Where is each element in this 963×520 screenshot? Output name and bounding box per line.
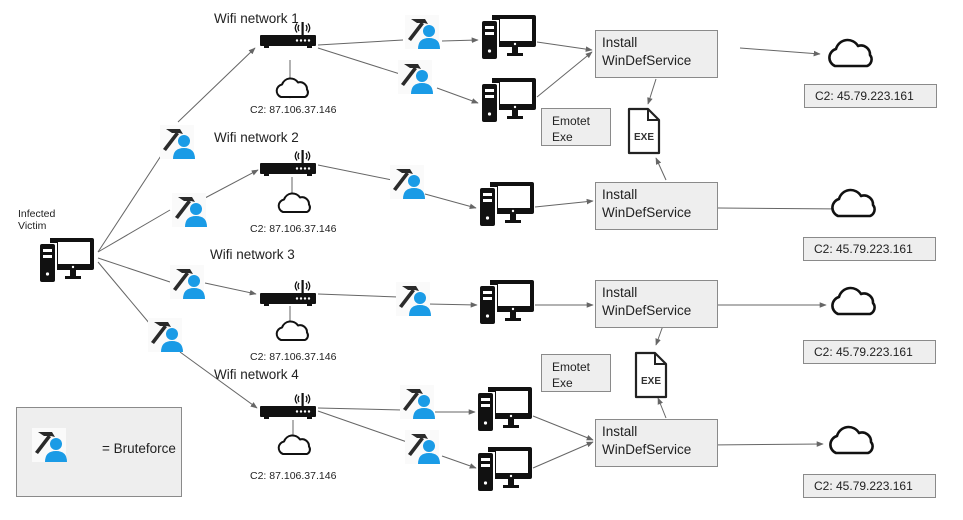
edge-b4b-pc4b: [441, 455, 477, 469]
bruteforce-icon: [405, 430, 440, 464]
edge-brute2-router2: [204, 169, 259, 199]
emotet-line2: Exe: [552, 129, 573, 144]
edge-b1b-pc1b: [436, 87, 479, 104]
edge-pc4a-install4: [532, 415, 594, 441]
edge-pc2-install2: [534, 198, 594, 208]
legend-bruteforce-icon: [32, 428, 67, 462]
victim-label-line2: Victim: [18, 220, 47, 233]
exe-file-icon: EXE: [634, 351, 668, 399]
cloud-icon-r4: [277, 434, 311, 455]
svg-text:EXE: EXE: [634, 132, 654, 143]
edge-pc4b-install4: [532, 441, 594, 469]
edge-b1a-pc1a: [441, 37, 479, 43]
edge-brute4-router4: [179, 351, 258, 409]
install-windefservice-box-1: Install WinDefService: [595, 30, 718, 78]
router-c2-label-3: C2: 87.106.37.146: [250, 351, 337, 363]
router-icon-2: [259, 149, 317, 177]
c2-server-box-2: C2: 45.79.223.161: [803, 237, 936, 261]
c2-server-box-4: C2: 45.79.223.161: [803, 474, 936, 498]
c2-server-box-1: C2: 45.79.223.161: [804, 84, 937, 108]
install-windefservice-box-3: Install WinDefService: [595, 280, 718, 328]
router-c2-label-2: C2: 87.106.37.146: [250, 223, 337, 235]
bruteforce-icon: [170, 265, 205, 299]
emotet-line2: Exe: [552, 375, 573, 390]
install-line1: Install: [602, 424, 638, 439]
bruteforce-icon: [160, 125, 195, 159]
install-line2: WinDefService: [602, 441, 692, 457]
victim-label-line1: Infected: [18, 208, 56, 220]
install-line2: WinDefService: [602, 204, 692, 220]
network-label-1: Wifi network 1: [214, 11, 299, 26]
edge-r2-b2: [317, 164, 393, 181]
network-label-3: Wifi network 3: [210, 247, 295, 262]
emotet-line1: Emotet: [552, 114, 591, 128]
network-label-2: Wifi network 2: [214, 130, 299, 145]
install-line1: Install: [602, 285, 638, 300]
edge-victim-brute3: [97, 257, 171, 283]
edge-victim-brute1: [97, 141, 171, 253]
exe-file-icon: EXE: [627, 107, 661, 155]
victim-label: Infected Victim: [18, 208, 55, 232]
edge-install4-exe2: [657, 397, 667, 419]
router-c2-label-4: C2: 87.106.37.146: [250, 470, 337, 482]
edge-r1-b1b: [317, 47, 401, 75]
bruteforce-icon: [148, 318, 183, 352]
edge-r1-b1a: [317, 39, 404, 46]
install-line2: WinDefService: [602, 52, 692, 68]
edge-install4-c2: [707, 441, 824, 447]
bruteforce-icon: [396, 282, 431, 316]
cloud-icon-r1: [275, 77, 309, 98]
target-computer-icon: [482, 78, 536, 122]
install-windefservice-box-2: Install WinDefService: [595, 182, 718, 230]
edge-r4-b4a: [317, 407, 403, 411]
edge-install1-exe1: [647, 78, 657, 105]
c2-cloud-icon: [829, 425, 874, 455]
install-windefservice-box-4: Install WinDefService: [595, 419, 718, 467]
edge-install1-c2: [739, 47, 821, 57]
install-line1: Install: [602, 187, 638, 202]
router-icon-4: [259, 392, 317, 420]
bruteforce-icon: [398, 60, 433, 94]
target-computer-icon: [478, 447, 532, 491]
target-computer-icon: [480, 280, 534, 324]
cloud-icon-r3: [275, 320, 309, 341]
edge-b2-pc2: [424, 193, 477, 210]
network-label-4: Wifi network 4: [214, 367, 299, 382]
router-c2-label-1: C2: 87.106.37.146: [250, 104, 337, 116]
c2-cloud-icon: [831, 188, 876, 218]
c2-cloud-icon: [828, 38, 873, 68]
edge-brute3-router3: [204, 282, 257, 296]
bruteforce-icon: [172, 193, 207, 227]
legend-label: = Bruteforce: [102, 441, 176, 456]
emotet-exe-box-2: Emotet Exe: [541, 354, 611, 392]
edge-brute1-router1: [177, 47, 256, 123]
bruteforce-icon: [400, 385, 435, 419]
edge-r4-b4b: [317, 410, 408, 443]
target-computer-icon: [480, 182, 534, 226]
router-icon-3: [259, 279, 317, 307]
bruteforce-icon: [405, 15, 440, 49]
edge-pc1b-install1: [536, 51, 593, 98]
cloud-icon-r2: [277, 192, 311, 213]
install-line1: Install: [602, 35, 638, 50]
emotet-line1: Emotet: [552, 360, 591, 374]
svg-text:EXE: EXE: [641, 376, 661, 387]
edge-install2-c2: [717, 206, 847, 212]
victim-computer-icon: [40, 238, 94, 282]
edge-r3-b3: [317, 293, 399, 298]
edge-victim-brute4: [97, 261, 156, 331]
edge-b3-pc3: [427, 302, 478, 308]
install-line2: WinDefService: [602, 302, 692, 318]
c2-cloud-icon: [831, 286, 876, 316]
target-computer-icon: [482, 15, 536, 59]
bruteforce-icon: [390, 165, 425, 199]
edge-pc1a-install1: [536, 41, 593, 52]
edge-victim-brute2: [97, 209, 171, 253]
c2-server-box-3: C2: 45.79.223.161: [803, 340, 936, 364]
emotet-exe-box-1: Emotet Exe: [541, 108, 611, 146]
target-computer-icon: [478, 387, 532, 431]
edge-install2-exe1: [655, 157, 667, 181]
